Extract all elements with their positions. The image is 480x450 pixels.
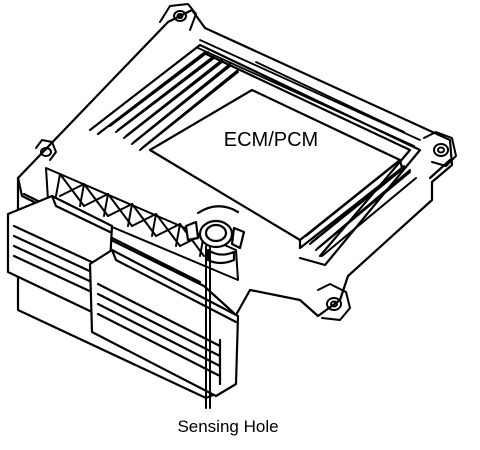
sensing-hole-label: Sensing Hole	[177, 417, 278, 436]
heat-sink-fins-top	[197, 39, 421, 147]
mounting-ears	[35, 3, 457, 321]
module-label: ECM/PCM	[224, 129, 318, 151]
heat-sink-fins-left	[109, 51, 239, 151]
sensing-hole	[184, 205, 246, 265]
heat-sink-fins-right	[305, 161, 417, 257]
sensing-hole-leader-line	[205, 245, 211, 409]
cover-plate	[88, 43, 422, 267]
connector-right	[88, 248, 240, 398]
